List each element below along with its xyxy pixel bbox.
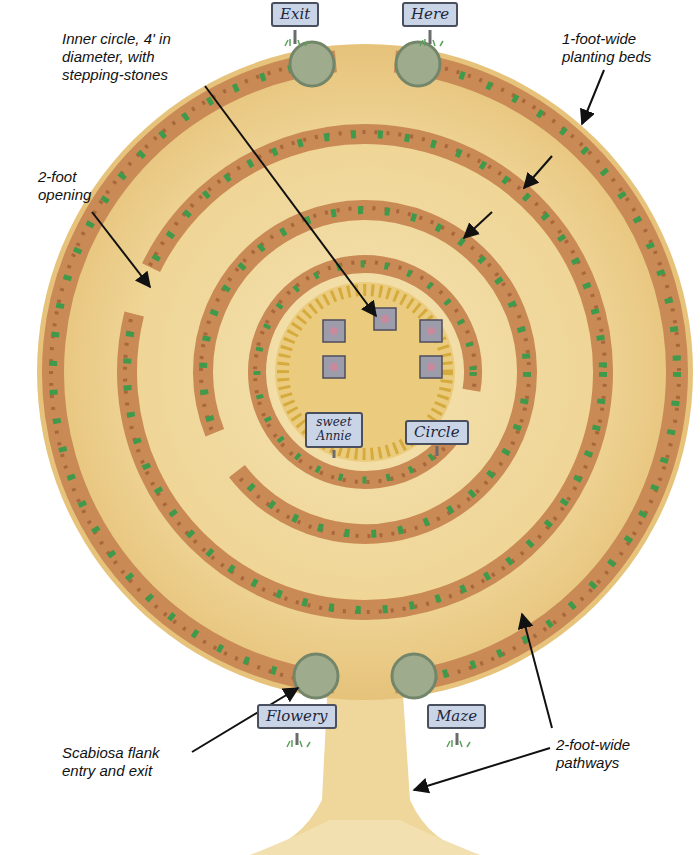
here-sign: Here (402, 2, 458, 27)
sign-text: Circle (414, 423, 460, 441)
sign-text: Here (411, 5, 449, 23)
circle-sign: Circle (405, 420, 469, 445)
stepping-stones (323, 308, 442, 378)
sweet-annie-sign: sweet Annie (305, 412, 363, 448)
exit-sign: Exit (271, 2, 319, 27)
sign-text: Maze (436, 707, 477, 725)
sign-text: Exit (280, 5, 310, 23)
grass-tufts (285, 39, 470, 747)
inner-circle-callout: Inner circle, 4' in diameter, with stepp… (62, 30, 212, 84)
sign-text: sweet Annie (316, 415, 351, 443)
planting-beds (25, 32, 700, 713)
pathways-callout: 2-foot-wide pathways (556, 736, 656, 772)
sign-posts (295, 30, 457, 745)
opening-callout: 2-foot opening (38, 168, 110, 204)
scabiosa-callout: Scabiosa flank entry and exit (62, 744, 186, 780)
sign-text: Flowery (266, 707, 328, 725)
flowery-sign: Flowery (257, 704, 337, 729)
maze-sign: Maze (427, 704, 486, 729)
path-wash (250, 820, 480, 855)
planting-beds-callout: 1-foot-wide planting beds (562, 30, 688, 66)
leader-arrows (92, 70, 604, 790)
maze-ground (37, 44, 693, 700)
bed-plants (53, 60, 677, 684)
scabiosa-bush (290, 42, 440, 698)
